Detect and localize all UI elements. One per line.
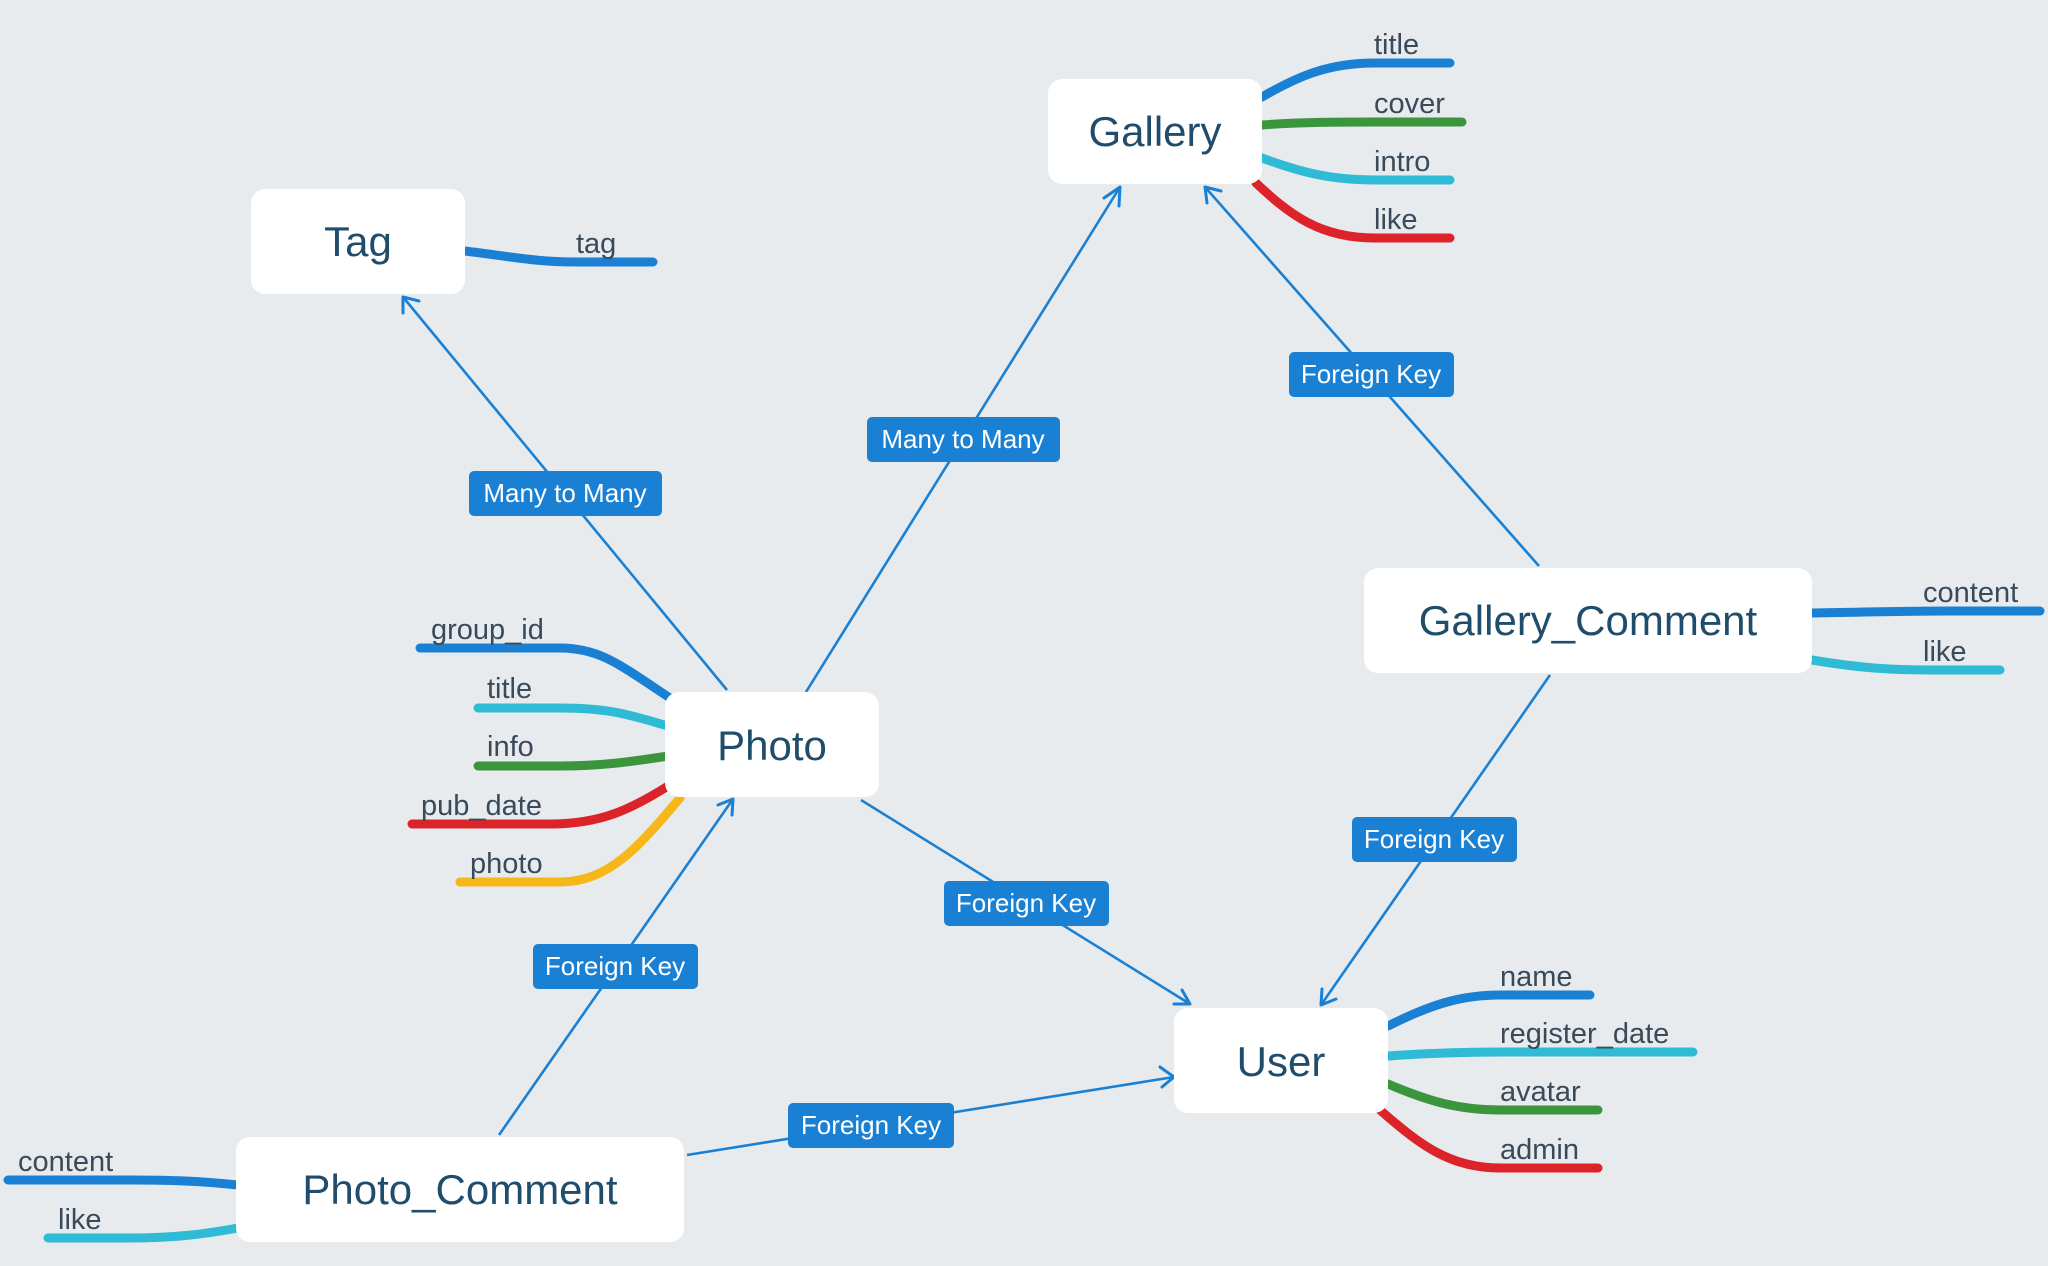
field-branch-pub_date [407,781,673,829]
field-branch-like [1251,178,1455,243]
tag-field-tag: tag [576,228,616,260]
user-field-name: name [1500,961,1573,993]
field-branch-name [1383,990,1595,1031]
gallery-comment-fields [1807,606,2045,675]
field-branch-admin [1375,1105,1603,1173]
relation-label-text: Many to Many [881,424,1044,454]
relation-label-text: Foreign Key [956,888,1096,918]
photo-comment-fields [3,1175,243,1243]
node-box [236,1137,684,1242]
node-box [1364,568,1812,673]
field-branch-tag [460,246,658,267]
gallery-field-cover: cover [1374,88,1445,120]
node-box [1048,79,1262,184]
photo-comment-field-like: like [58,1204,102,1236]
arrowhead-icon [401,295,421,315]
node-box [665,692,879,797]
field-branch-group_id [415,643,675,703]
relation-label-gallerycomment-user[interactable]: Foreign Key [1352,817,1517,862]
relation-label-text: Foreign Key [801,1110,941,1140]
node-photo-comment[interactable]: Photo_Comment [236,1137,684,1242]
relation-label-photo-tag[interactable]: Many to Many [469,471,662,516]
relation-label-text: Foreign Key [1364,824,1504,854]
gallery-field-title: title [1374,29,1419,61]
tag-fields [460,246,658,267]
node-gallery[interactable]: Gallery [1048,79,1262,184]
gallery-field-intro: intro [1374,146,1430,178]
field-branch-register_date [1383,1047,1698,1061]
arrowhead-icon [1319,987,1338,1007]
field-branch-cover [1257,117,1467,130]
field-branch-avatar [1383,1079,1603,1115]
photo-fields [407,643,685,887]
field-branch-content [1807,606,2045,618]
node-box [251,189,465,294]
gallery-fields [1251,58,1467,243]
user-field-admin: admin [1500,1134,1579,1166]
arrowhead-icon [716,797,735,817]
field-branch-content [3,1175,243,1190]
field-branch-like [43,1223,243,1243]
photo-comment-field-content: content [18,1146,113,1178]
photo-field-group_id: group_id [431,614,544,646]
arrowhead-icon [1172,988,1192,1006]
field-branch-title [473,703,673,731]
node-gallery-comment[interactable]: Gallery_Comment [1364,568,1812,673]
relation-label-gallerycomment-gallery[interactable]: Foreign Key [1289,352,1454,397]
node-label: User [1237,1038,1326,1085]
arrowhead-icon [1102,185,1122,208]
relation-label-photocomment-user[interactable]: Foreign Key [788,1103,954,1148]
user-field-register_date: register_date [1500,1018,1669,1050]
relation-label-photo-user[interactable]: Foreign Key [944,881,1109,926]
photo-field-title: title [487,673,532,705]
node-label: Photo [717,722,827,769]
relation-label-photo-gallery[interactable]: Many to Many [867,417,1060,462]
node-photo[interactable]: Photo [665,692,879,797]
node-label: Tag [324,218,392,265]
gallery-comment-field-like: like [1923,636,1967,668]
node-label: Gallery [1088,108,1221,155]
photo-field-pub_date: pub_date [421,790,542,822]
arrowhead-icon [1203,185,1223,205]
field-branch-like [1807,655,2005,675]
field-branch-info [473,751,673,771]
relation-label-text: Many to Many [483,478,646,508]
node-label: Gallery_Comment [1419,597,1758,644]
node-user[interactable]: User [1174,1008,1388,1113]
gallery-comment-field-content: content [1923,577,2018,609]
relation-label-text: Foreign Key [1301,359,1441,389]
node-tag[interactable]: Tag [251,189,465,294]
gallery-field-like: like [1374,204,1418,236]
user-fields [1375,990,1698,1173]
relation-label-text: Foreign Key [545,951,685,981]
photo-field-photo: photo [470,848,543,880]
node-label: Photo_Comment [302,1166,617,1213]
field-branch-title [1257,58,1455,102]
photo-field-info: info [487,731,534,763]
relation-label-photocomment-photo[interactable]: Foreign Key [533,944,698,989]
node-box [1174,1008,1388,1113]
field-branch-photo [455,793,685,887]
user-field-avatar: avatar [1500,1076,1581,1108]
field-branch-intro [1257,153,1455,185]
